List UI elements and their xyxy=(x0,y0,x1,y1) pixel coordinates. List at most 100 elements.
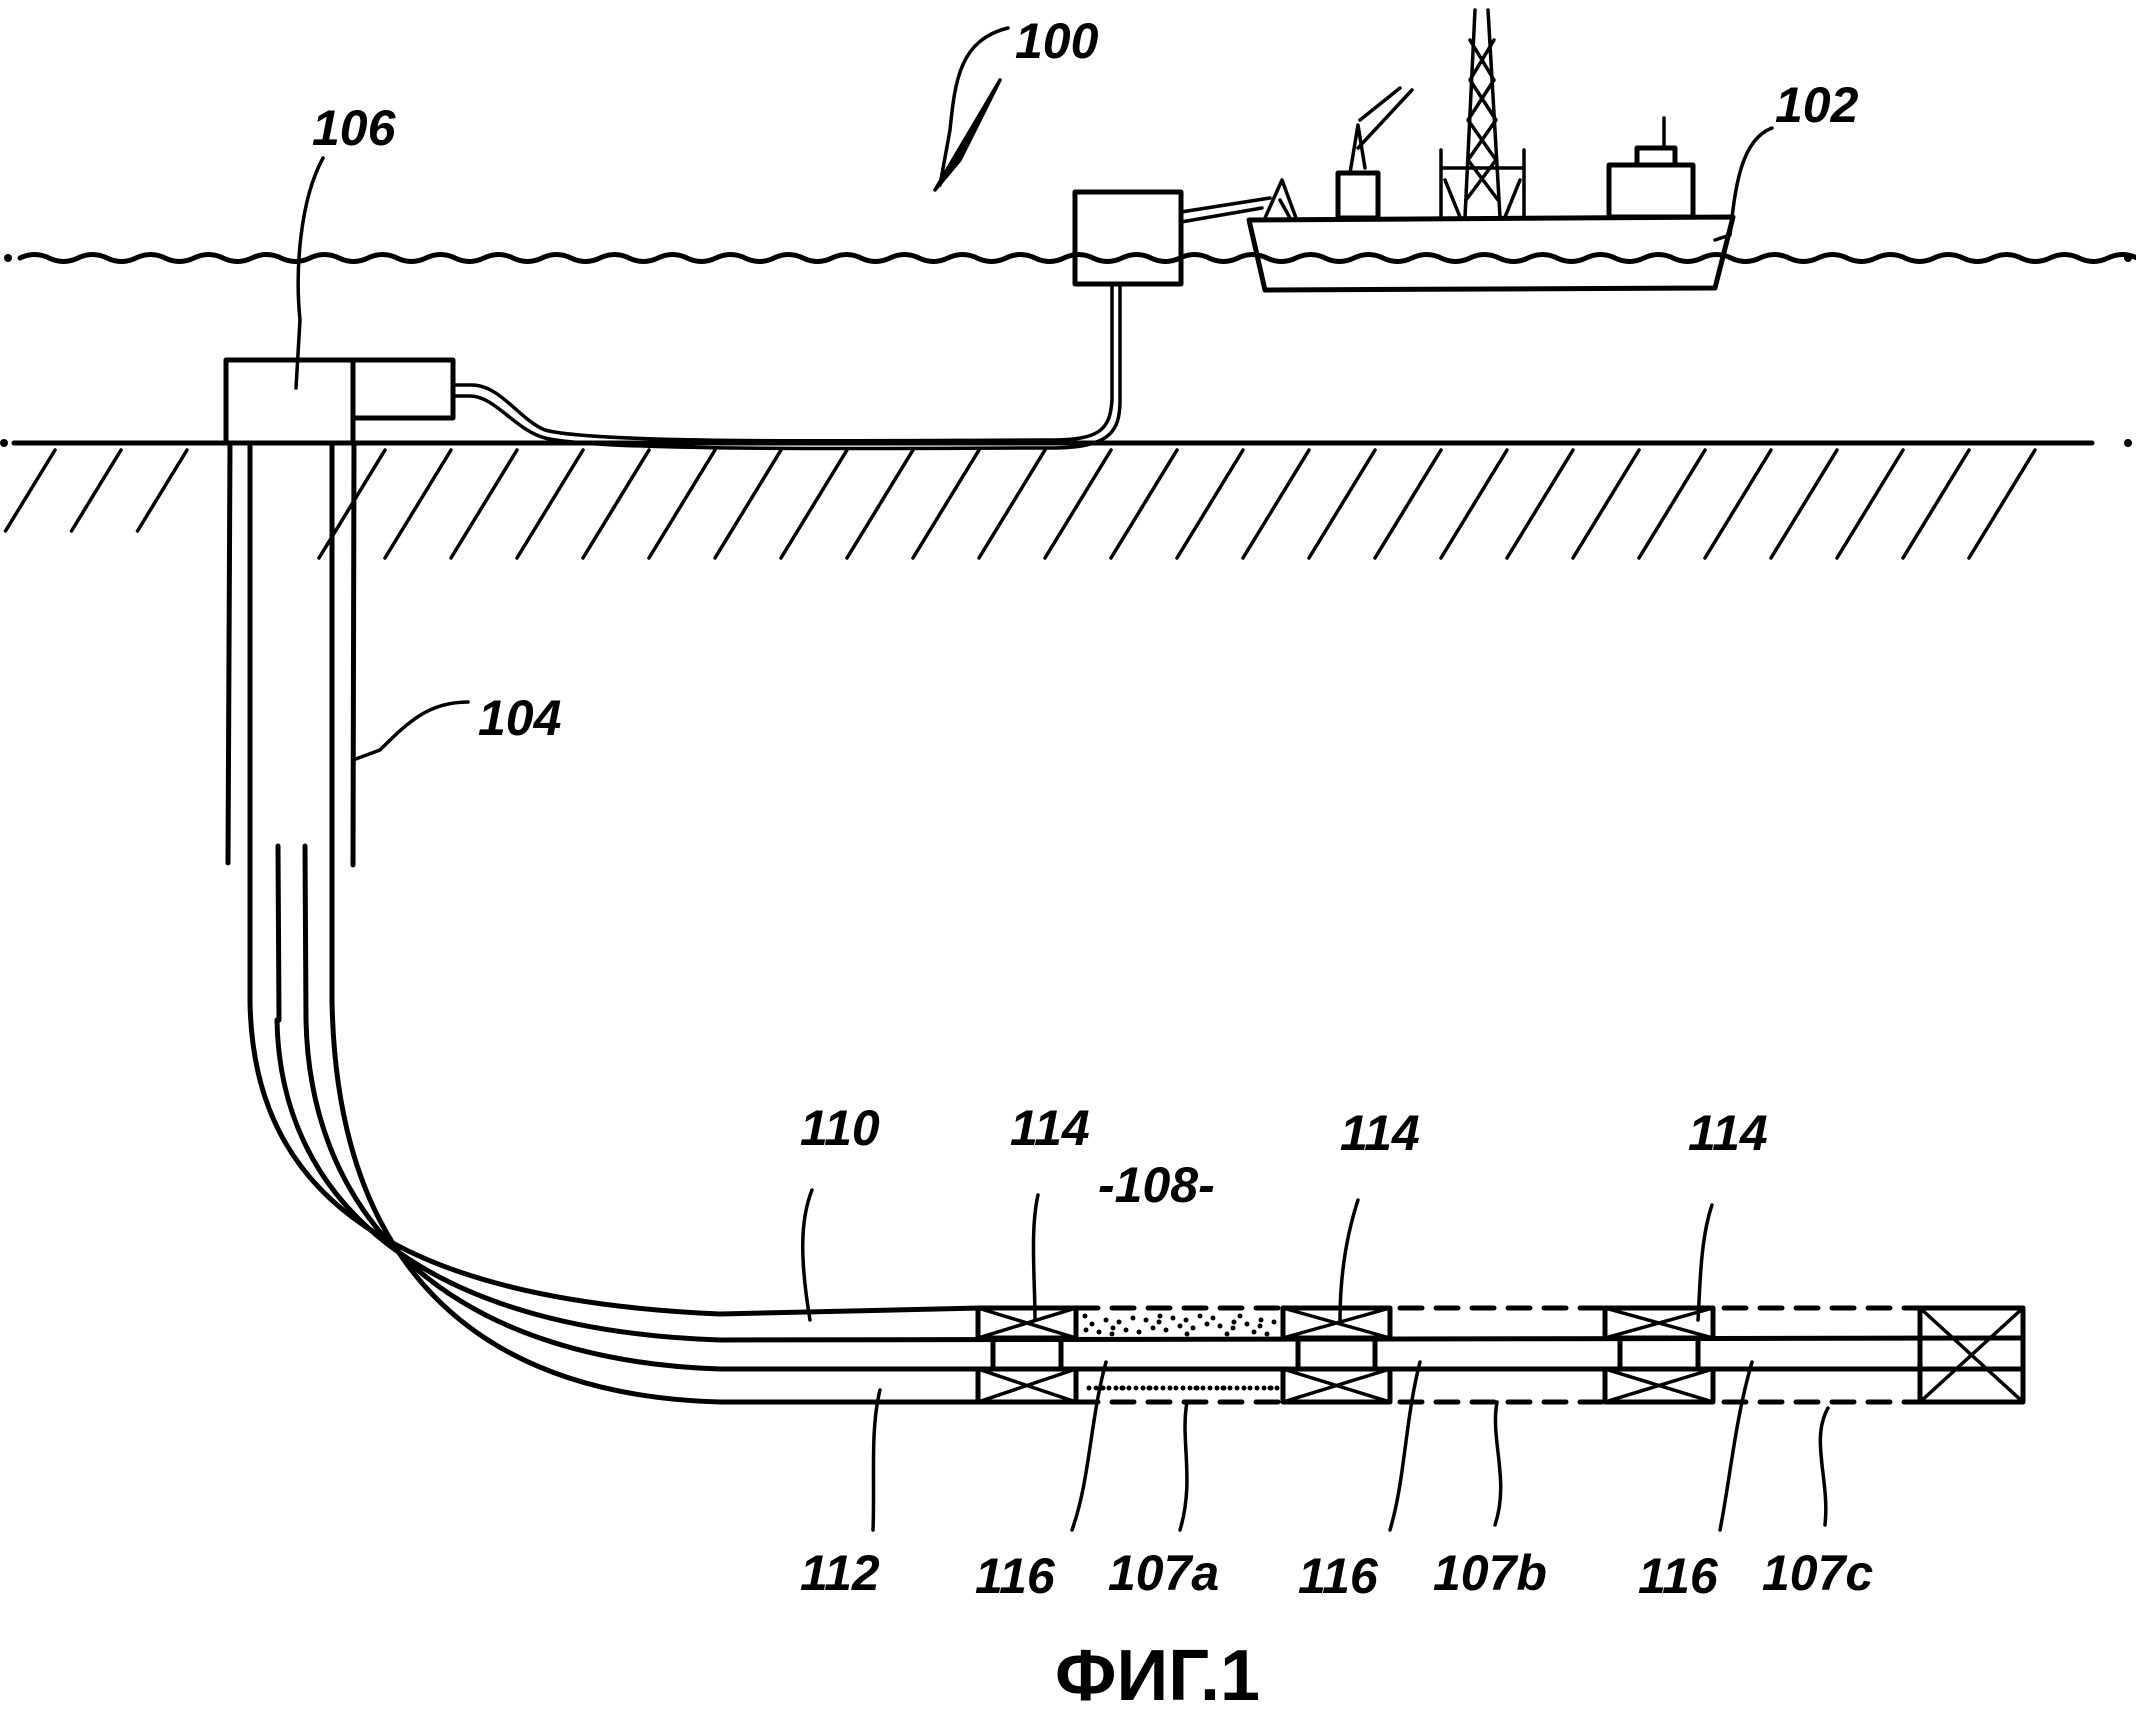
packer-3-upper-cross xyxy=(1603,1306,1715,1340)
wellhead-box xyxy=(223,357,356,446)
label-114-3: 114 xyxy=(1688,1105,1768,1161)
gravel-pack-dot xyxy=(1126,1385,1132,1391)
gravel-pack-dot xyxy=(1224,1331,1230,1337)
gravel-pack-dot xyxy=(1204,1321,1210,1327)
gravel-pack-dot xyxy=(1163,1327,1169,1333)
gravel-pack-dot xyxy=(1082,1313,1088,1319)
hatch-line xyxy=(1175,448,1245,560)
gravel-pack-dot xyxy=(1143,1317,1149,1323)
packer-3-lower-cross xyxy=(1603,1367,1715,1404)
gravel-pack-dot xyxy=(1184,1331,1190,1337)
hatch-line xyxy=(3,448,57,533)
label-107c: 107c xyxy=(1762,1545,1873,1601)
gravel-pack-dot xyxy=(1136,1329,1142,1335)
hatch-line xyxy=(1109,448,1179,560)
hatch-line xyxy=(845,448,915,560)
leader-112 xyxy=(871,1388,882,1532)
gravel-pack-dot xyxy=(1156,1319,1162,1325)
hatch-line xyxy=(1439,448,1509,560)
gravel-pack-dot xyxy=(1217,1323,1223,1329)
gravel-pack-dot xyxy=(1190,1325,1196,1331)
end-plug-cross xyxy=(1918,1306,2025,1404)
umbilical-line-inner xyxy=(451,282,1122,451)
gravel-pack-dot xyxy=(1210,1315,1216,1321)
end-plug-box xyxy=(1917,1305,2026,1405)
seabed-dot-left xyxy=(0,439,8,447)
label-116-2: 116 xyxy=(1298,1548,1379,1604)
figure-caption: ФИГ.1 xyxy=(1055,1636,1260,1712)
seabed-dot-right xyxy=(2124,439,2132,447)
gravel-pack-dot xyxy=(1214,1385,1220,1391)
hatch-line xyxy=(1373,448,1443,560)
vessel-hull xyxy=(1246,214,1736,293)
umbilical-line-outer xyxy=(451,282,1114,443)
buoy-box xyxy=(1072,189,1184,287)
leader-106 xyxy=(294,156,325,390)
gravel-pack-dot xyxy=(1123,1327,1129,1333)
label-116-1: 116 xyxy=(975,1548,1056,1604)
hatch-line xyxy=(1769,448,1839,560)
gravel-pack-dot xyxy=(1200,1385,1206,1391)
gravel-pack-dot xyxy=(1110,1325,1116,1331)
gravel-pack-dot xyxy=(1197,1313,1203,1319)
gravel-pack-dot xyxy=(1257,1323,1263,1329)
leader-114b xyxy=(1338,1198,1360,1322)
gravel-pack-dot xyxy=(1160,1385,1166,1391)
hatch-line xyxy=(383,448,453,560)
conductor-short-strings xyxy=(275,843,309,1023)
hatch-line xyxy=(1967,448,2037,560)
hatch-line xyxy=(135,448,189,533)
packer-1-upper-cross xyxy=(976,1306,1078,1340)
label-106: 106 xyxy=(312,100,397,156)
lateral-completion xyxy=(975,1305,2026,1405)
gravel-pack-dot xyxy=(1274,1385,1280,1391)
gravel-pack-dot xyxy=(1231,1319,1237,1325)
sea-surface-dot-right xyxy=(2124,254,2132,262)
gravel-pack-dot xyxy=(1086,1385,1092,1391)
gravel-pack-dot xyxy=(1170,1315,1176,1321)
gravel-pack-dot xyxy=(1230,1325,1236,1331)
gravel-pack-dot xyxy=(1153,1385,1159,1391)
gravel-pack-dot xyxy=(1187,1385,1193,1391)
label-108: -108- xyxy=(1098,1157,1215,1213)
hatch-line xyxy=(1901,448,1971,560)
conduit-inner-bottom xyxy=(303,1017,2026,1372)
gravel-pack-dot xyxy=(1234,1385,1240,1391)
leader-110 xyxy=(801,1188,814,1322)
gravel-pack-dot xyxy=(1258,1317,1264,1323)
label-107a: 107a xyxy=(1108,1545,1219,1601)
vessel-deckhouse-top xyxy=(1634,145,1678,168)
leader-107a xyxy=(1178,1400,1189,1532)
label-100: 100 xyxy=(1015,13,1099,69)
wellbore-casing xyxy=(225,440,357,868)
gravel-pack-dot xyxy=(1103,1317,1109,1323)
leader-114a xyxy=(1031,1193,1040,1322)
leader-107c xyxy=(1818,1406,1830,1527)
gravel-pack-dot xyxy=(1106,1385,1112,1391)
gravel-pack-dot xyxy=(1157,1313,1163,1319)
vessel-deckhouse xyxy=(1606,162,1696,220)
gravel-pack-dot xyxy=(1241,1385,1247,1391)
gravel-pack-dot xyxy=(1254,1385,1260,1391)
hatch-line xyxy=(1241,448,1311,560)
seabed-hatching xyxy=(3,448,2037,560)
gravel-pack-dot xyxy=(1113,1385,1119,1391)
gravel-pack-dot xyxy=(1264,1331,1270,1337)
leader-107b xyxy=(1493,1400,1503,1527)
hatch-line xyxy=(779,448,849,560)
conduit-outer-top xyxy=(247,440,983,1317)
gravel-pack-dot xyxy=(1173,1385,1179,1391)
hatch-line xyxy=(1571,448,1641,560)
label-114-2: 114 xyxy=(1340,1105,1420,1161)
gravel-pack-dot xyxy=(1247,1385,1253,1391)
gravel-pack-dot xyxy=(1180,1385,1186,1391)
leader-116a xyxy=(1070,1360,1108,1532)
sea-surface-dot-left xyxy=(4,254,12,262)
gravel-pack-dot xyxy=(1130,1315,1136,1321)
gravel-pack-dot xyxy=(1227,1385,1233,1391)
hatch-line xyxy=(1043,448,1113,560)
label-114-1: 114 xyxy=(1010,1100,1090,1156)
label-116-3: 116 xyxy=(1638,1548,1719,1604)
gravel-pack-dot xyxy=(1183,1317,1189,1323)
